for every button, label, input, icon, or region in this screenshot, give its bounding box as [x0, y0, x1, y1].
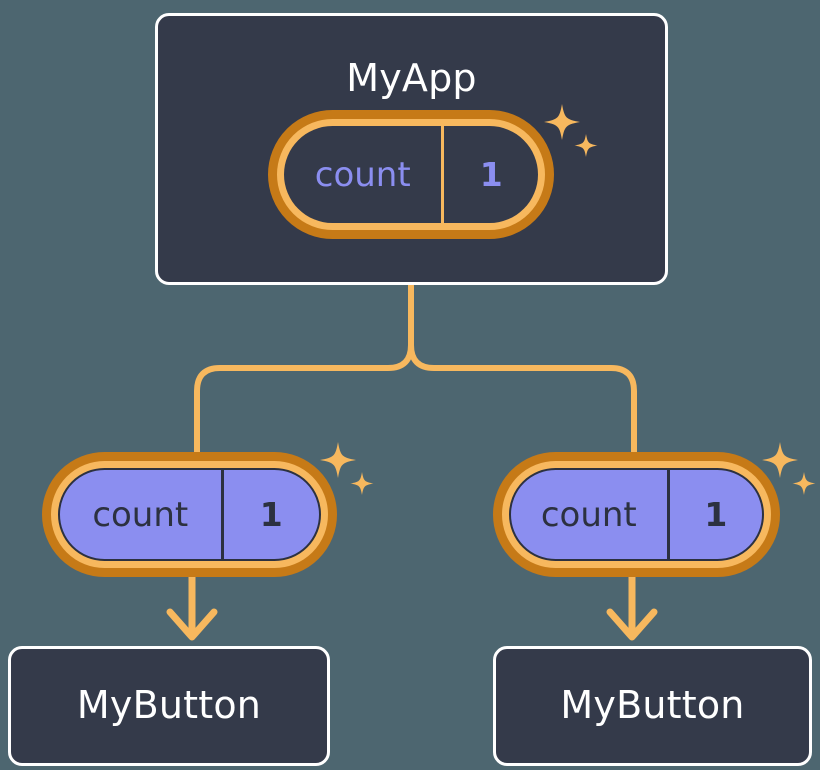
signal-value: 1	[666, 470, 762, 559]
arrow-head-left	[166, 608, 218, 641]
component-title-mybutton-left: MyButton	[76, 683, 262, 727]
component-title-mybutton-right: MyButton	[560, 683, 745, 727]
signal-name: count	[92, 494, 189, 535]
component-box-mybutton-right[interactable]: MyButton	[493, 646, 812, 766]
arrow-head-right	[606, 608, 658, 641]
connector-trunk	[194, 283, 414, 455]
signal-name: count	[314, 154, 411, 195]
signal-value: 1	[441, 126, 538, 223]
signal-pill-myapp[interactable]: count 1	[268, 110, 554, 239]
signal-name: count	[540, 494, 637, 535]
signal-pill-body: count 1	[284, 126, 538, 223]
signal-pill-body: count 1	[58, 468, 321, 561]
signal-pill-child-right[interactable]: count 1	[493, 452, 780, 577]
component-box-mybutton-left[interactable]: MyButton	[8, 646, 330, 766]
component-title-myapp: MyApp	[346, 56, 477, 100]
signal-pill-child-left[interactable]: count 1	[42, 452, 337, 577]
signal-value: 1	[220, 470, 319, 559]
connector-trunk-right	[408, 283, 637, 455]
signal-pill-body: count 1	[509, 468, 764, 561]
